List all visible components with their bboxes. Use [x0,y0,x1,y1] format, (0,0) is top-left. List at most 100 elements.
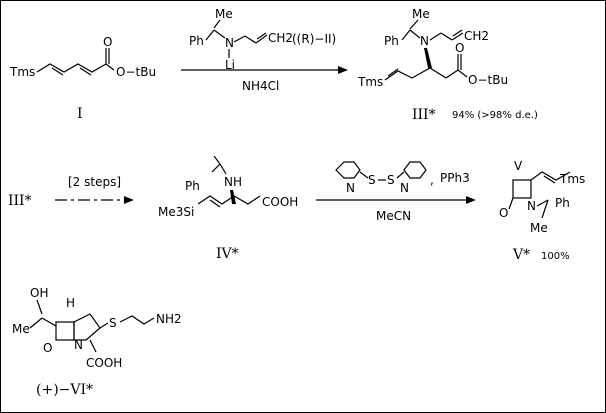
compound-III-label: III* [412,107,436,123]
disulfide-s2: S [387,173,395,187]
compound-I-ester: O−tBu [116,65,156,79]
compound-IV: Ph NH Me3Si COOH IV* [158,155,298,262]
compound-I-ester-bond [105,63,115,71]
compound-IV-cn-bond [219,163,227,175]
amide-ch2: CH2 [268,31,293,45]
amide-allyl-dbl [256,32,267,40]
compound-VI-chain [119,315,155,325]
disulfide-bond-2 [396,171,405,179]
compound-III-ph-bond [401,29,411,41]
compound-V-me: Me [530,221,548,235]
compound-IV-me-bond [213,155,221,165]
compound-I-tms: Tms [9,65,35,79]
compound-V-vinyl-dbl [543,175,556,184]
compound-I-double-bond-b [79,67,92,76]
compound-IV-vinyl-dbl [209,199,221,208]
compound-IV-chain [197,195,261,205]
compound-III-o: O [455,41,464,55]
compound-VI-pyrroline [73,313,101,341]
compound-V: V Tms O N Ph Me V* 100% [499,159,585,263]
compound-I-o: O [103,35,112,49]
disulfide-s1: S [368,173,376,187]
compound-III-me-bond [409,19,419,30]
amide-tag: ((R)−II) [292,32,336,46]
compound-VI-oh: OH [30,286,48,300]
compound-I: Tms O O−tBu I [9,35,156,122]
step3-arrow [316,196,476,204]
compound-III-vinyl-dbl [387,68,399,77]
compound-I-chain [36,63,107,73]
compound-III-me: Me [412,7,430,21]
compound-VI-nh2: NH2 [156,312,182,326]
compound-III-ester-bond [457,69,468,78]
compound-V-ring [512,179,532,199]
compound-VI-n: N [74,338,83,352]
compound-V-o: O [499,206,508,220]
compound-III-ester: O−tBu [468,73,508,87]
compound-IV-si: Me3Si [158,205,194,219]
compound-III-cn-bond [409,29,421,39]
compound-IV-acid: COOH [262,195,298,209]
compound-VI: OH Me H N O S NH2 COOH (+)−VI* [12,286,182,398]
compound-VI-me: Me [12,322,30,336]
pyridine-left-ring [335,161,361,179]
compound-V-me-bond [541,199,549,219]
amide-allyl-2 [244,35,257,44]
compound-VI-label: (+)−VI* [36,382,93,398]
disulfide-bond-1 [359,171,369,179]
amide-bond-1 [205,29,215,41]
compound-V-n-ch [536,199,549,207]
amide-n: N [225,36,234,50]
compound-I-double-bond-a [51,67,64,76]
compound-III-ph: Ph [384,34,399,48]
compound-III-ch2: CH2 [464,29,489,43]
compound-VI-cs-bond [99,322,109,329]
compound-VI-me-bond [29,317,43,329]
compound-IV-ph: Ph [185,179,200,193]
compound-III-allyl-2 [440,32,453,41]
compound-V-co-bond [508,197,514,210]
compound-III-allyl-3 [451,32,464,41]
compound-V-yield: 100% [541,251,570,262]
pyridine-left-n: N [346,181,355,195]
compound-III-allyl-1 [429,32,442,41]
amide-bond-2 [213,29,226,39]
step1-quench: NH4Cl [242,79,279,93]
compound-III-yield: 94% (>98% d.e.) [452,110,538,121]
compound-VI-s: S [109,316,117,330]
compound-IV-label: IV* [216,246,239,262]
compound-III-ch2-ester [445,69,459,79]
pyridine-right-n: N [400,181,409,195]
step3-comma: , [430,173,434,187]
compound-VI-h: H [66,296,75,310]
compound-III-allyl-dbl [452,29,463,37]
compound-V-label: V* [512,247,530,263]
compound-III-wedge [424,48,432,68]
compound-III-ref: III* [8,193,32,209]
compound-III: Me Ph N CH2 Tms O O−tBu III* 94% (>98% d… [357,7,538,123]
amide-allyl-1 [233,35,246,43]
compound-V-tms: Tms [559,172,585,186]
step2-label: [2 steps] [68,175,121,189]
compound-V-ph: Ph [555,196,570,210]
amide-li: Li [225,58,235,72]
amide-me: Me [215,7,233,21]
amide-allyl-3 [255,34,268,44]
compound-VI-oh-bond [36,299,43,315]
compound-V-h: V [514,159,523,173]
compound-VI-acid-bond [89,339,97,353]
step3-solvent: MeCN [376,209,411,223]
compound-VI-side-bond [41,317,57,327]
compound-VI-acid: COOH [86,356,122,370]
compound-IV-ch-bond [211,163,221,173]
amide-stereo-bond [213,19,221,29]
compound-III-n: N [420,34,429,48]
amide-ph: Ph [189,34,204,48]
step1-reagents: Me Ph N CH2 Li ((R)−II) [189,7,336,72]
step2-arrow [55,196,134,204]
compound-VI-lactam [55,321,75,341]
compound-III-tms: Tms [357,75,383,89]
step3-oxidant: PPh3 [440,171,470,185]
pyridine-right-ring [403,161,427,179]
